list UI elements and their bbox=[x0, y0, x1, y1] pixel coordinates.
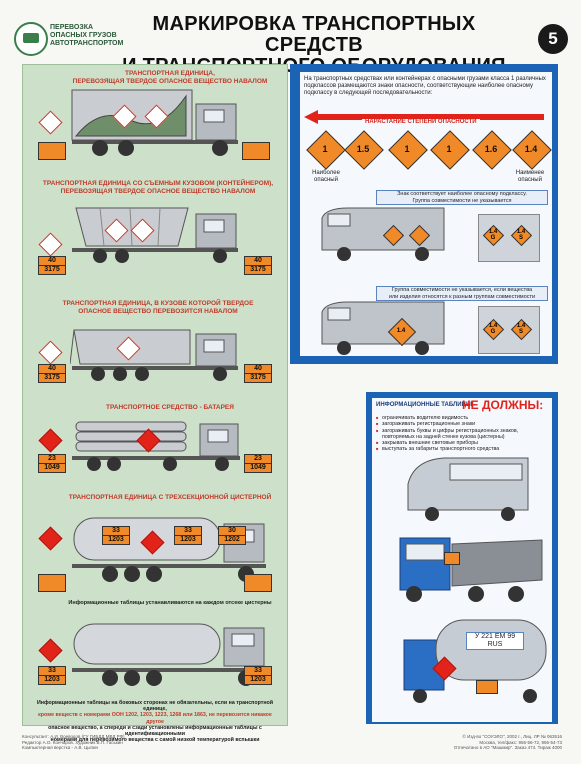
header: ПЕРЕВОЗКА ОПАСНЫХ ГРУЗОВ АВТОТРАНСПОРТОМ… bbox=[0, 0, 581, 77]
must-not-heading: НЕ ДОЛЖНЫ: bbox=[462, 398, 544, 412]
list-item: загораживать регистрационные знаки bbox=[376, 421, 548, 428]
list-item: ограничивать водителю видимость bbox=[376, 415, 548, 422]
list-item: загораживать буквы и цифры регистрационн… bbox=[376, 428, 548, 441]
rear-registration-plate: У 221 ЕМ 99 RUS bbox=[466, 632, 524, 650]
battery-vehicle-illustration bbox=[72, 421, 240, 471]
tank-note: Информационные таблицы устанавливаются н… bbox=[68, 600, 272, 606]
list-item: выступать за габариты транспортного сред… bbox=[376, 446, 548, 453]
title-line-1: МАРКИРОВКА ТРАНСПОРТНЫХ СРЕДСТВ bbox=[152, 13, 476, 56]
section-4-title: ТРАНСПОРТНОЕ СРЕДСТВО - БАТАРЕЯ bbox=[106, 404, 234, 411]
info-plate-rear bbox=[244, 574, 272, 592]
callout-most-dangerous: Знак соответствует наиболее опасному под… bbox=[376, 190, 548, 205]
minibus-illustration bbox=[407, 457, 529, 521]
single-tank-truck-illustration bbox=[72, 623, 266, 686]
container-truck-illustration bbox=[72, 207, 238, 263]
dump-truck-illustration bbox=[71, 89, 238, 156]
must-not-title: ИНФОРМАЦИОННЫЕ ТАБЛИЦЫ bbox=[376, 402, 472, 408]
info-plate-rear bbox=[242, 142, 270, 160]
footer: Консультант: А.И. Воеводов (ГУ ГИБДД МВД… bbox=[22, 734, 562, 760]
most-dangerous-label: Наиболее опасный bbox=[312, 170, 340, 183]
callout-compatibility: Группа совместимости не указывается, есл… bbox=[376, 286, 548, 301]
info-plate-rear bbox=[476, 680, 498, 694]
bottom-note: Информационные таблицы на боковых сторон… bbox=[36, 700, 274, 744]
danger-arrow-label: НАРАСТАНИЕ СТЕПЕНИ ОПАСНОСТИ bbox=[362, 119, 480, 125]
dump-truck-front-illustration bbox=[399, 537, 543, 602]
must-not-list: ограничивать водителю видимость загоражи… bbox=[376, 415, 548, 453]
list-item: закрывать внешние световые приборы bbox=[376, 440, 548, 447]
van-illustration-2 bbox=[321, 301, 445, 355]
tank-truck-rear-illustration bbox=[403, 619, 547, 703]
garbage-truck-illustration bbox=[70, 329, 238, 381]
left-panel bbox=[22, 64, 288, 726]
logo bbox=[14, 22, 48, 56]
section-2-title: ТРАНСПОРТНАЯ ЕДИНИЦА СО СЪЕМНЫМ КУЗОВОМ … bbox=[42, 180, 274, 195]
poster-number: 5 bbox=[538, 24, 568, 54]
info-plate-front bbox=[38, 574, 66, 592]
section-1-title: ТРАНСПОРТНАЯ ЕДИНИЦА, ПЕРЕВОЗЯЩАЯ ТВЕРДО… bbox=[72, 70, 268, 85]
truck-icon bbox=[23, 33, 39, 43]
van-label: 1.4 bbox=[396, 328, 406, 334]
explosives-intro: На транспортных средствах или контейнера… bbox=[304, 76, 546, 96]
publisher-info: © Изд-во "СОУЭЛО", 2002 г., Лиц. ЛР № 06… bbox=[453, 734, 562, 750]
tank-truck-illustration bbox=[72, 517, 266, 582]
brand-text: ПЕРЕВОЗКА ОПАСНЫХ ГРУЗОВ АВТОТРАНСПОРТОМ bbox=[50, 24, 124, 47]
credits: Консультант: А.И. Воеводов (ГУ ГИБДД МВД… bbox=[22, 734, 125, 750]
danger-arrow-icon bbox=[304, 110, 544, 124]
section-3-title: ТРАНСПОРТНАЯ ЕДИНИЦА, В КУЗОВЕ КОТОРОЙ Т… bbox=[62, 300, 254, 315]
info-plate-front bbox=[444, 552, 460, 565]
least-dangerous-label: Наименее опасный bbox=[515, 170, 545, 183]
section-5-title: ТРАНСПОРТНАЯ ЕДИНИЦА С ТРЕХСЕКЦИОННОЙ ЦИ… bbox=[68, 494, 272, 501]
info-plate-front bbox=[38, 142, 66, 160]
